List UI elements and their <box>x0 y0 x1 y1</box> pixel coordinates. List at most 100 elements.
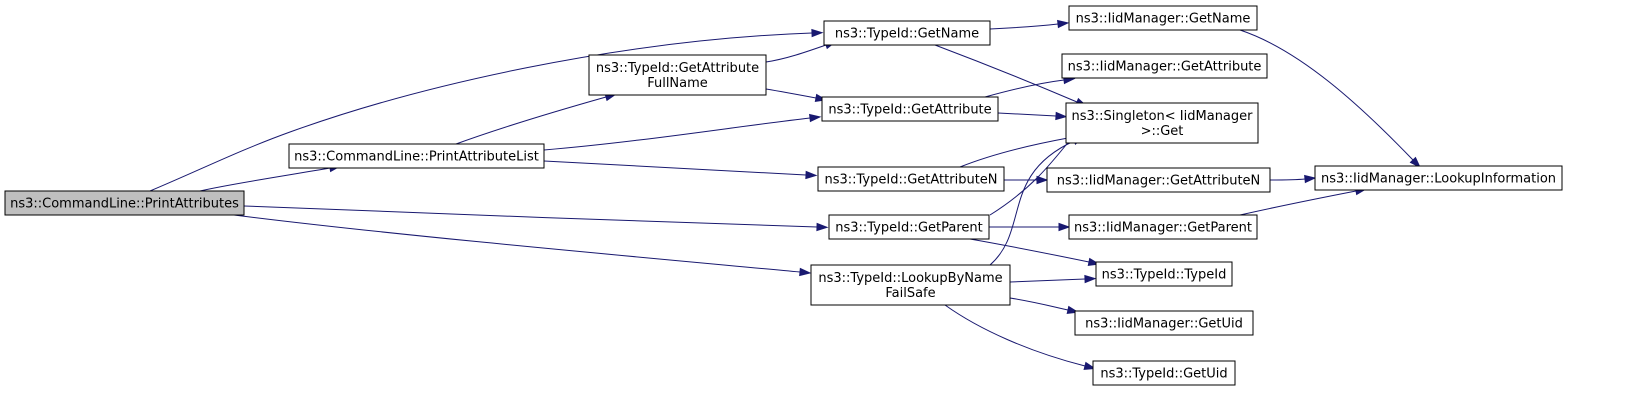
edge-line <box>1269 178 1306 181</box>
edge-line <box>1009 278 1086 283</box>
edge-lookupbynamefailsafe-to-typeid-getuid <box>944 304 1097 370</box>
edge-printattributes-to-typeid-getname <box>149 28 824 192</box>
edge-lookupbynamefailsafe-to-typeid-typeid <box>1009 274 1097 284</box>
node-label: ns3::TypeId::GetUid <box>1100 367 1227 382</box>
node-iidmanager-getname[interactable]: ns3::IidManager::GetName <box>1068 5 1258 31</box>
node-box <box>1092 360 1236 386</box>
arrow-head <box>1057 19 1070 29</box>
node-box <box>1061 53 1268 79</box>
node-box <box>1065 102 1259 144</box>
edge-line <box>543 160 807 176</box>
node-box <box>588 54 767 96</box>
arrow-head <box>799 267 812 277</box>
edge-line <box>934 44 1078 103</box>
node-box <box>1068 5 1258 31</box>
node-label: ns3::TypeId::GetAttribute <box>828 103 991 118</box>
node-typeid-getattributen[interactable]: ns3::TypeId::GetAttributeN <box>817 166 1005 192</box>
edge-printattributelist-to-typeid-getattributen <box>543 160 818 180</box>
node-label: ns3::Singleton< IidManager <box>1071 109 1253 124</box>
edge-lookupbynamefailsafe-to-iidmanager-getuid <box>1009 297 1080 314</box>
edge-printattributes-to-printattributelist <box>199 163 342 192</box>
node-label: ns3::IidManager::GetName <box>1076 12 1251 27</box>
edge-typeid-getname-to-iidmanager-getname <box>989 19 1070 30</box>
edge-line <box>989 139 1071 216</box>
node-label: ns3::IidManager::GetUid <box>1085 317 1243 332</box>
edge-line <box>997 112 1057 117</box>
arrow-head <box>1055 111 1068 121</box>
edge-line <box>1239 29 1414 161</box>
node-iidmanager-getuid[interactable]: ns3::IidManager::GetUid <box>1074 310 1254 336</box>
node-box <box>828 214 990 240</box>
arrow-head <box>1409 156 1421 169</box>
edge-printattributes-to-lookupbynamefailsafe <box>233 214 812 277</box>
node-label: ns3::CommandLine::PrintAttributes <box>10 197 239 212</box>
edge-typeid-getparent-to-typeid-typeid <box>969 238 1101 267</box>
node-iidmanager-getattribute[interactable]: ns3::IidManager::GetAttribute <box>1061 53 1268 79</box>
node-label: >::Get <box>1141 124 1184 139</box>
edge-iidmanager-getattributen-to-iidmanager-lookupinformation <box>1269 174 1317 184</box>
edge-typeid-getparent-to-iidmanager-getparent <box>988 222 1071 232</box>
edge-line <box>765 44 827 63</box>
edge-typeid-getattributen-to-singleton-get <box>959 133 1080 168</box>
edge-printattributelist-to-getattributefullname <box>455 93 618 145</box>
edge-typeid-getattribute-to-singleton-get <box>997 111 1068 121</box>
node-typeid-typeid[interactable]: ns3::TypeId::TypeId <box>1095 261 1233 287</box>
node-singleton-get[interactable]: ns3::Singleton< IidManager>::Get <box>1065 102 1259 144</box>
node-label: ns3::TypeId::GetAttribute <box>596 61 759 76</box>
node-label: ns3::IidManager::GetAttribute <box>1068 60 1262 75</box>
node-label: ns3::CommandLine::PrintAttributeList <box>294 150 539 165</box>
arrow-head <box>1058 222 1071 232</box>
node-box <box>4 190 245 216</box>
node-label: ns3::TypeId::TypeId <box>1102 268 1227 283</box>
edge-line <box>543 117 811 151</box>
node-iidmanager-lookupinformation[interactable]: ns3::IidManager::LookupInformation <box>1314 165 1563 191</box>
edge-printattributes-to-typeid-getparent <box>243 205 829 232</box>
node-typeid-getname[interactable]: ns3::TypeId::GetName <box>823 20 991 46</box>
node-printattributelist[interactable]: ns3::CommandLine::PrintAttributeList <box>288 143 545 169</box>
node-label: FailSafe <box>885 286 935 301</box>
node-label: ns3::IidManager::LookupInformation <box>1321 172 1556 187</box>
arrow-head <box>1084 274 1097 284</box>
edge-line <box>1009 297 1069 311</box>
node-label: ns3::IidManager::GetParent <box>1074 221 1252 236</box>
node-typeid-getparent[interactable]: ns3::TypeId::GetParent <box>828 214 990 240</box>
node-box <box>823 20 991 46</box>
node-typeid-getattribute[interactable]: ns3::TypeId::GetAttribute <box>821 96 999 122</box>
node-label: ns3::IidManager::GetAttributeN <box>1057 174 1261 189</box>
node-box <box>1046 167 1271 193</box>
node-box <box>810 264 1011 306</box>
edge-line <box>199 167 331 192</box>
node-box <box>817 166 1005 192</box>
edge-line <box>969 238 1090 263</box>
edge-line <box>765 88 817 99</box>
node-box <box>1314 165 1563 191</box>
edge-printattributelist-to-typeid-getattribute <box>543 113 822 151</box>
arrow-head <box>805 170 818 180</box>
edge-line <box>233 214 801 273</box>
edge-line <box>1239 190 1357 216</box>
edge-typeid-getattribute-to-iidmanager-getattribute <box>984 75 1076 98</box>
edge-getattributefullname-to-typeid-getattribute <box>765 88 828 103</box>
edge-typeid-getattributen-to-iidmanager-getattributen <box>1004 175 1049 185</box>
node-box <box>288 143 545 169</box>
node-iidmanager-getattributen[interactable]: ns3::IidManager::GetAttributeN <box>1046 167 1271 193</box>
nodes-layer: ns3::CommandLine::PrintAttributes ns3::Co… <box>4 5 1563 386</box>
node-box <box>1074 310 1254 336</box>
edge-iidmanager-getname-to-iidmanager-lookupinformation <box>1239 29 1421 169</box>
node-box <box>1095 261 1233 287</box>
node-box <box>821 96 999 122</box>
node-box <box>1068 214 1258 240</box>
arrow-head <box>811 28 824 38</box>
node-iidmanager-getparent[interactable]: ns3::IidManager::GetParent <box>1068 214 1258 240</box>
edge-line <box>455 96 607 145</box>
edge-lookupbynamefailsafe-to-singleton-get <box>989 136 1085 266</box>
arrow-head <box>1304 174 1317 184</box>
node-typeid-getuid[interactable]: ns3::TypeId::GetUid <box>1092 360 1236 386</box>
node-printattributes[interactable]: ns3::CommandLine::PrintAttributes <box>4 190 245 216</box>
edge-line <box>984 79 1065 98</box>
edge-line <box>944 304 1086 367</box>
edge-line <box>243 205 818 228</box>
